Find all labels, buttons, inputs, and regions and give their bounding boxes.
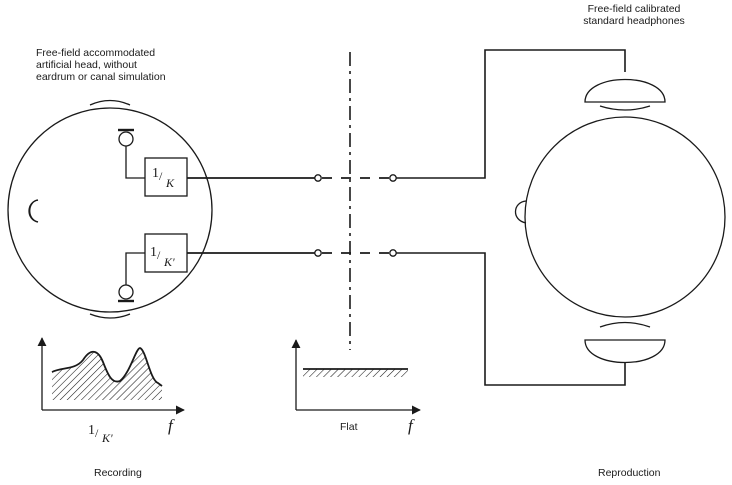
upper-terminal-left: [314, 174, 322, 182]
flat-graph-axis-symbol: f: [408, 416, 415, 435]
reproduction-head: [524, 116, 726, 318]
recording-response-curve: [51, 347, 163, 387]
recording-head-top-arc: [89, 99, 131, 106]
reproduction-head-ear: [514, 200, 527, 224]
recording-graph-xlabel-slash: /: [95, 426, 99, 440]
recording-graph-xlabel-den: K': [101, 431, 113, 445]
bottom-headphone-cup: [584, 339, 666, 364]
artificial-head-label-line-1: Free-field accommodated: [36, 47, 156, 59]
recording-head: [7, 107, 213, 313]
lower-filter-den: K': [163, 255, 175, 269]
upper-filter-den: K: [165, 176, 175, 190]
artificial-head-label: Free-field accommodated artificial head,…: [36, 47, 166, 83]
headphones-label-line-2: standard headphones: [583, 15, 685, 27]
artificial-head-label-line-2: artificial head, without: [36, 59, 137, 71]
lower-terminal-right: [389, 249, 397, 257]
upper-terminal-right: [389, 174, 397, 182]
recording-label: Recording: [94, 467, 142, 479]
upper-filter-slash: /: [159, 169, 163, 183]
upper-mic-icon: [118, 131, 134, 147]
recording-graph-xlabel-num: 1: [88, 423, 95, 438]
recording-response-fill: [52, 348, 162, 400]
lower-filter-slash: /: [157, 248, 161, 262]
top-headphone-cup: [584, 78, 666, 103]
headphones-label: Free-field calibrated standard headphone…: [554, 3, 714, 27]
recording-graph-axis-symbol: f: [168, 416, 175, 435]
flat-response-fill: [303, 369, 408, 377]
lower-terminal-left: [314, 249, 322, 257]
lower-filter-num: 1: [150, 245, 157, 260]
artificial-head-label-line-3: eardrum or canal simulation: [36, 71, 166, 83]
upper-filter-num: 1: [152, 166, 159, 181]
flat-label: Flat: [340, 421, 358, 433]
recording-head-bottom-arc: [89, 313, 131, 319]
reproduction-label: Reproduction: [598, 467, 661, 479]
headphones-label-line-1: Free-field calibrated: [587, 3, 681, 15]
lower-mic-icon: [118, 284, 134, 300]
upper-filter-box: [144, 157, 188, 197]
